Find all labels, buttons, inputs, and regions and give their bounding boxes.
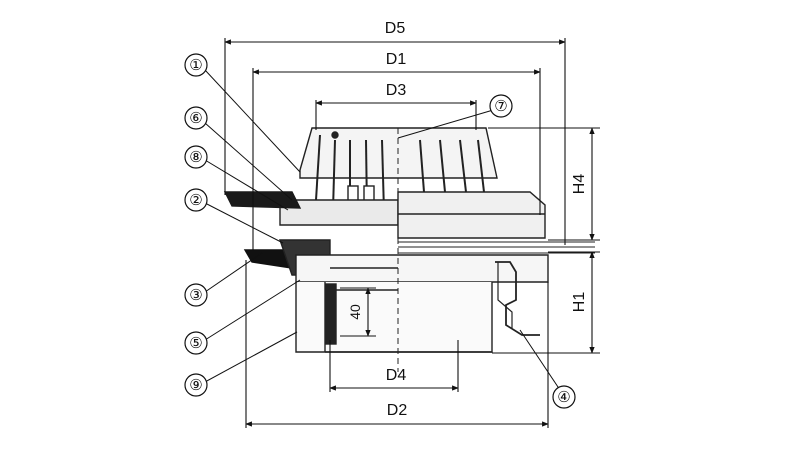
dimension-label-d3: D3 xyxy=(386,82,407,99)
callout-4: ④ xyxy=(552,385,576,409)
dimension-label-h1: H1 xyxy=(571,292,588,313)
dimension-lines xyxy=(224,38,600,428)
callout-1-label: ① xyxy=(189,56,202,74)
callout-3: ③ xyxy=(184,283,208,307)
callout-9-label: ⑨ xyxy=(189,376,202,394)
callout-numbers: ① ⑥ ⑧ ② ③ ⑤ ⑨ ⑦ xyxy=(184,53,576,409)
callout-9: ⑨ xyxy=(184,373,208,397)
callout-4-label: ④ xyxy=(557,388,570,406)
callout-6: ⑥ xyxy=(184,106,208,130)
dimension-label-d5: D5 xyxy=(385,20,406,37)
dimension-label-d1: D1 xyxy=(386,51,407,68)
callout-7-label: ⑦ xyxy=(494,97,507,115)
drain-body xyxy=(223,127,595,372)
callout-3-label: ③ xyxy=(189,286,202,304)
callout-8: ⑧ xyxy=(184,145,208,169)
callout-leaders xyxy=(204,69,561,391)
callout-8-label: ⑧ xyxy=(189,148,202,166)
callout-6-label: ⑥ xyxy=(189,109,202,127)
dimension-label-d2: D2 xyxy=(387,402,408,419)
callout-5-label: ⑤ xyxy=(189,334,202,352)
callout-1: ① xyxy=(184,53,208,77)
dimension-label-40: 40 xyxy=(347,304,363,320)
callout-7: ⑦ xyxy=(489,94,513,118)
dimension-label-d4: D4 xyxy=(386,367,407,384)
callout-5: ⑤ xyxy=(184,331,208,355)
dimension-label-h4: H4 xyxy=(571,174,588,195)
callout-2-label: ② xyxy=(189,191,202,209)
callout-2: ② xyxy=(184,188,208,212)
